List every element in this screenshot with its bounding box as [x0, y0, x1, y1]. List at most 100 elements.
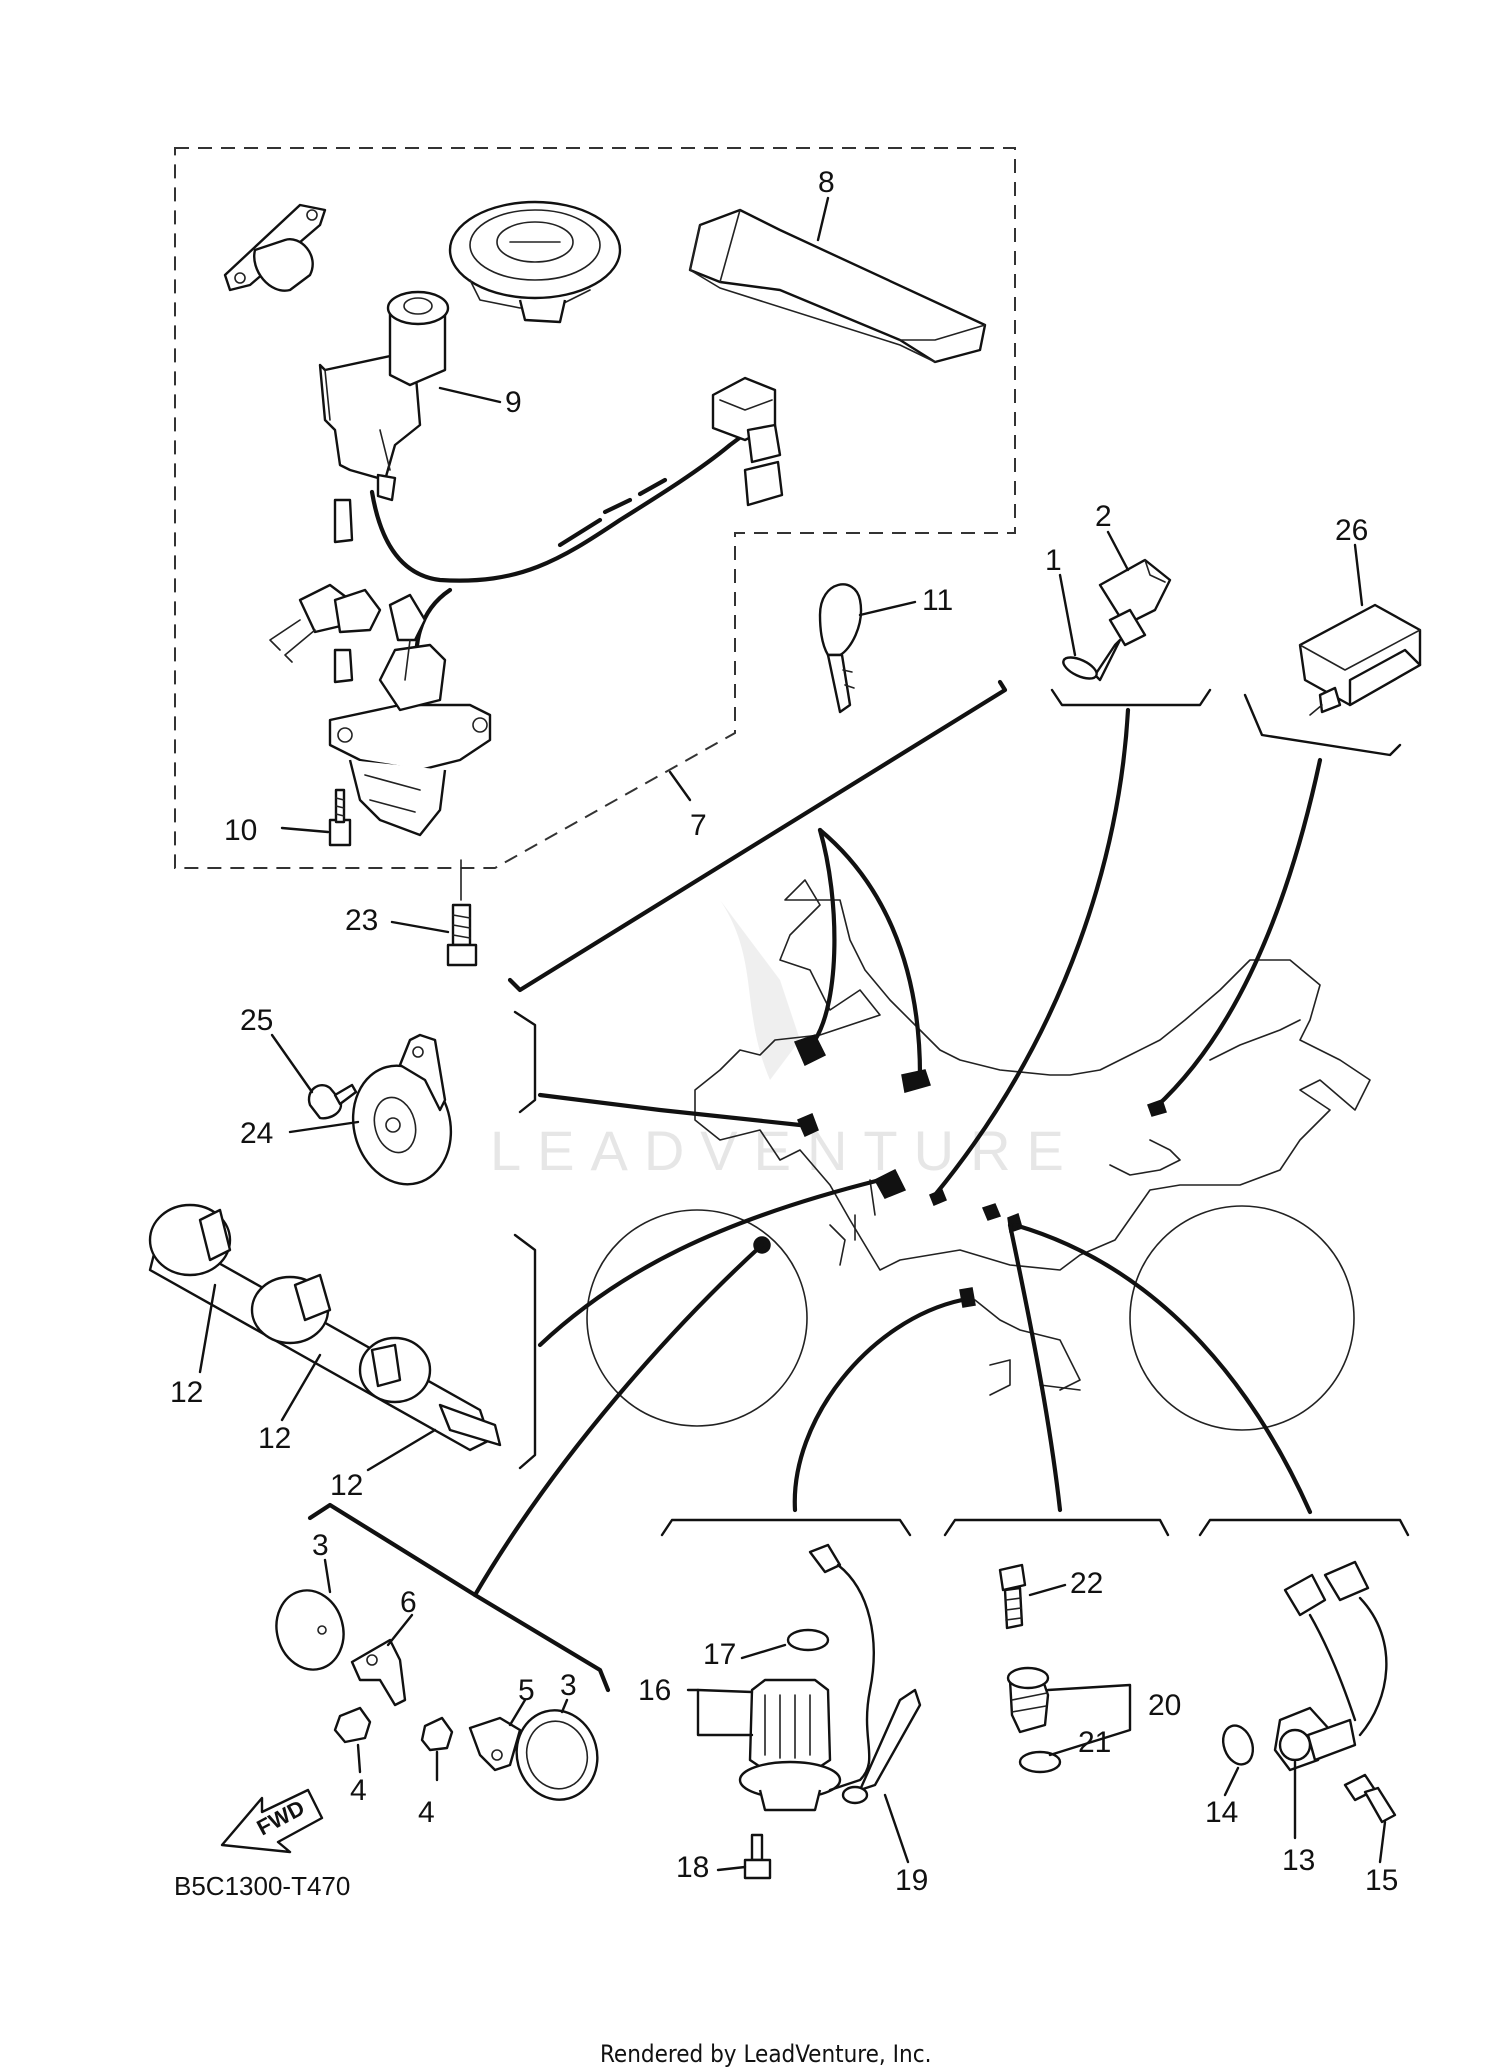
- bolt-15[interactable]: [1343, 1773, 1397, 1824]
- callout-6: 6: [400, 1586, 417, 1619]
- cover-plate-3b[interactable]: [507, 1701, 608, 1809]
- kit-boundary: [174, 147, 1016, 869]
- fwd-arrow: FWD: [220, 1788, 324, 1854]
- fuel-sender-16[interactable]: [738, 1678, 842, 1812]
- leader-15: [1378, 1820, 1387, 1864]
- sensor-2[interactable]: [1093, 558, 1172, 682]
- bolt-10[interactable]: [328, 788, 352, 847]
- bolt-25[interactable]: [307, 1083, 358, 1120]
- bracket-16-19: [660, 1518, 912, 1537]
- leader-12c: [366, 1428, 437, 1472]
- leader-5: [508, 1698, 527, 1727]
- callout-24: 24: [240, 1117, 273, 1150]
- leader-11: [858, 600, 917, 617]
- leader-12a: [198, 1283, 217, 1374]
- bolt-22[interactable]: [998, 1563, 1027, 1630]
- callout-18: 18: [676, 1851, 709, 1884]
- callout-26: 26: [1335, 514, 1368, 547]
- callout-15: 15: [1365, 1864, 1398, 1897]
- main-switch[interactable]: [318, 290, 450, 502]
- bracket-12: [513, 1233, 537, 1470]
- callout-11: 11: [922, 584, 953, 617]
- diagram-code: B5C1300-T470: [174, 1871, 350, 1901]
- fuel-tank-cap[interactable]: [448, 200, 622, 324]
- leader-10: [280, 826, 330, 834]
- bracket-horn: [513, 1010, 537, 1114]
- bracket-26: [1243, 693, 1402, 757]
- leader-23: [390, 920, 450, 934]
- leader-19: [883, 1793, 910, 1864]
- o-ring-17[interactable]: [786, 1628, 830, 1652]
- callout-5: 5: [518, 1674, 535, 1707]
- leader-18: [716, 1865, 747, 1872]
- callout-25: 25: [240, 1004, 273, 1037]
- leader-22: [1028, 1583, 1067, 1597]
- washer-1[interactable]: [1060, 653, 1099, 683]
- leader-4a: [356, 1743, 362, 1774]
- leader-9: [438, 386, 502, 404]
- callout-16: 16: [638, 1674, 671, 1707]
- leader-16b: [696, 1688, 754, 1694]
- injector-group-12[interactable]: [148, 1203, 502, 1452]
- watermark: LEADVENTURE: [490, 900, 1080, 1182]
- o-ring-14[interactable]: [1218, 1721, 1258, 1768]
- motorcycle-outline: [586, 879, 1371, 1431]
- leader-25: [270, 1033, 314, 1094]
- bracket-13-15: [1198, 1518, 1410, 1537]
- leader-20: [1046, 1683, 1132, 1757]
- callout-9: 9: [505, 386, 522, 419]
- callout-10: 10: [224, 814, 257, 847]
- leader-17: [740, 1643, 787, 1660]
- callout-3a: 3: [312, 1529, 329, 1562]
- leader-curves: [472, 707, 1323, 1598]
- callout-20: 20: [1148, 1689, 1181, 1722]
- callout-12a: 12: [170, 1376, 203, 1409]
- leader-12b: [280, 1353, 322, 1422]
- bracket-5[interactable]: [468, 1716, 522, 1772]
- sensor-13[interactable]: [1273, 1560, 1388, 1772]
- leader-7: [668, 770, 692, 802]
- leader-3b: [560, 1698, 569, 1714]
- footer-credit: Rendered by LeadVenture, Inc.: [600, 2040, 931, 2068]
- leader-24: [288, 1120, 360, 1134]
- screw-23[interactable]: [446, 903, 478, 967]
- callout-4a: 4: [350, 1774, 367, 1807]
- relay-26[interactable]: [1298, 603, 1422, 716]
- ecu-unit[interactable]: [688, 208, 987, 364]
- bracket-6[interactable]: [350, 1638, 407, 1707]
- leader-8: [816, 196, 830, 242]
- callout-22: 22: [1070, 1567, 1103, 1600]
- nut-4b[interactable]: [420, 1716, 454, 1752]
- sensor-20[interactable]: [1006, 1666, 1050, 1734]
- o-ring-21[interactable]: [1018, 1750, 1062, 1774]
- callout-19: 19: [895, 1864, 928, 1897]
- leader-26: [1353, 543, 1364, 607]
- sender-wire-19[interactable]: [808, 1543, 922, 1805]
- callout-14: 14: [1205, 1796, 1238, 1829]
- callout-23: 23: [345, 904, 378, 937]
- leader-14: [1223, 1766, 1240, 1797]
- callout-13: 13: [1282, 1844, 1315, 1877]
- callout-12c: 12: [330, 1469, 363, 1502]
- callout-3b: 3: [560, 1669, 577, 1702]
- callout-17: 17: [703, 1638, 736, 1671]
- horn-24[interactable]: [340, 1033, 464, 1195]
- lock-bracket[interactable]: [223, 203, 327, 292]
- leader-2: [1106, 530, 1130, 572]
- nut-4a[interactable]: [333, 1706, 372, 1744]
- bracket-1-2: [1050, 688, 1212, 707]
- screw-18[interactable]: [743, 1833, 772, 1880]
- watermark-text: LEADVENTURE: [490, 1119, 1080, 1182]
- main-wiring-harness: [369, 376, 784, 703]
- callout-12b: 12: [258, 1422, 291, 1455]
- key-set[interactable]: [269, 498, 427, 684]
- leader-3a: [323, 1558, 332, 1594]
- callout-7: 7: [690, 809, 707, 842]
- callout-21: 21: [1078, 1726, 1111, 1759]
- bracket-20-22: [943, 1518, 1170, 1537]
- leader-16: [686, 1688, 754, 1737]
- ignition-lock-cylinder[interactable]: [328, 643, 492, 837]
- spare-key[interactable]: [818, 583, 863, 714]
- cover-plate-3a[interactable]: [268, 1583, 352, 1677]
